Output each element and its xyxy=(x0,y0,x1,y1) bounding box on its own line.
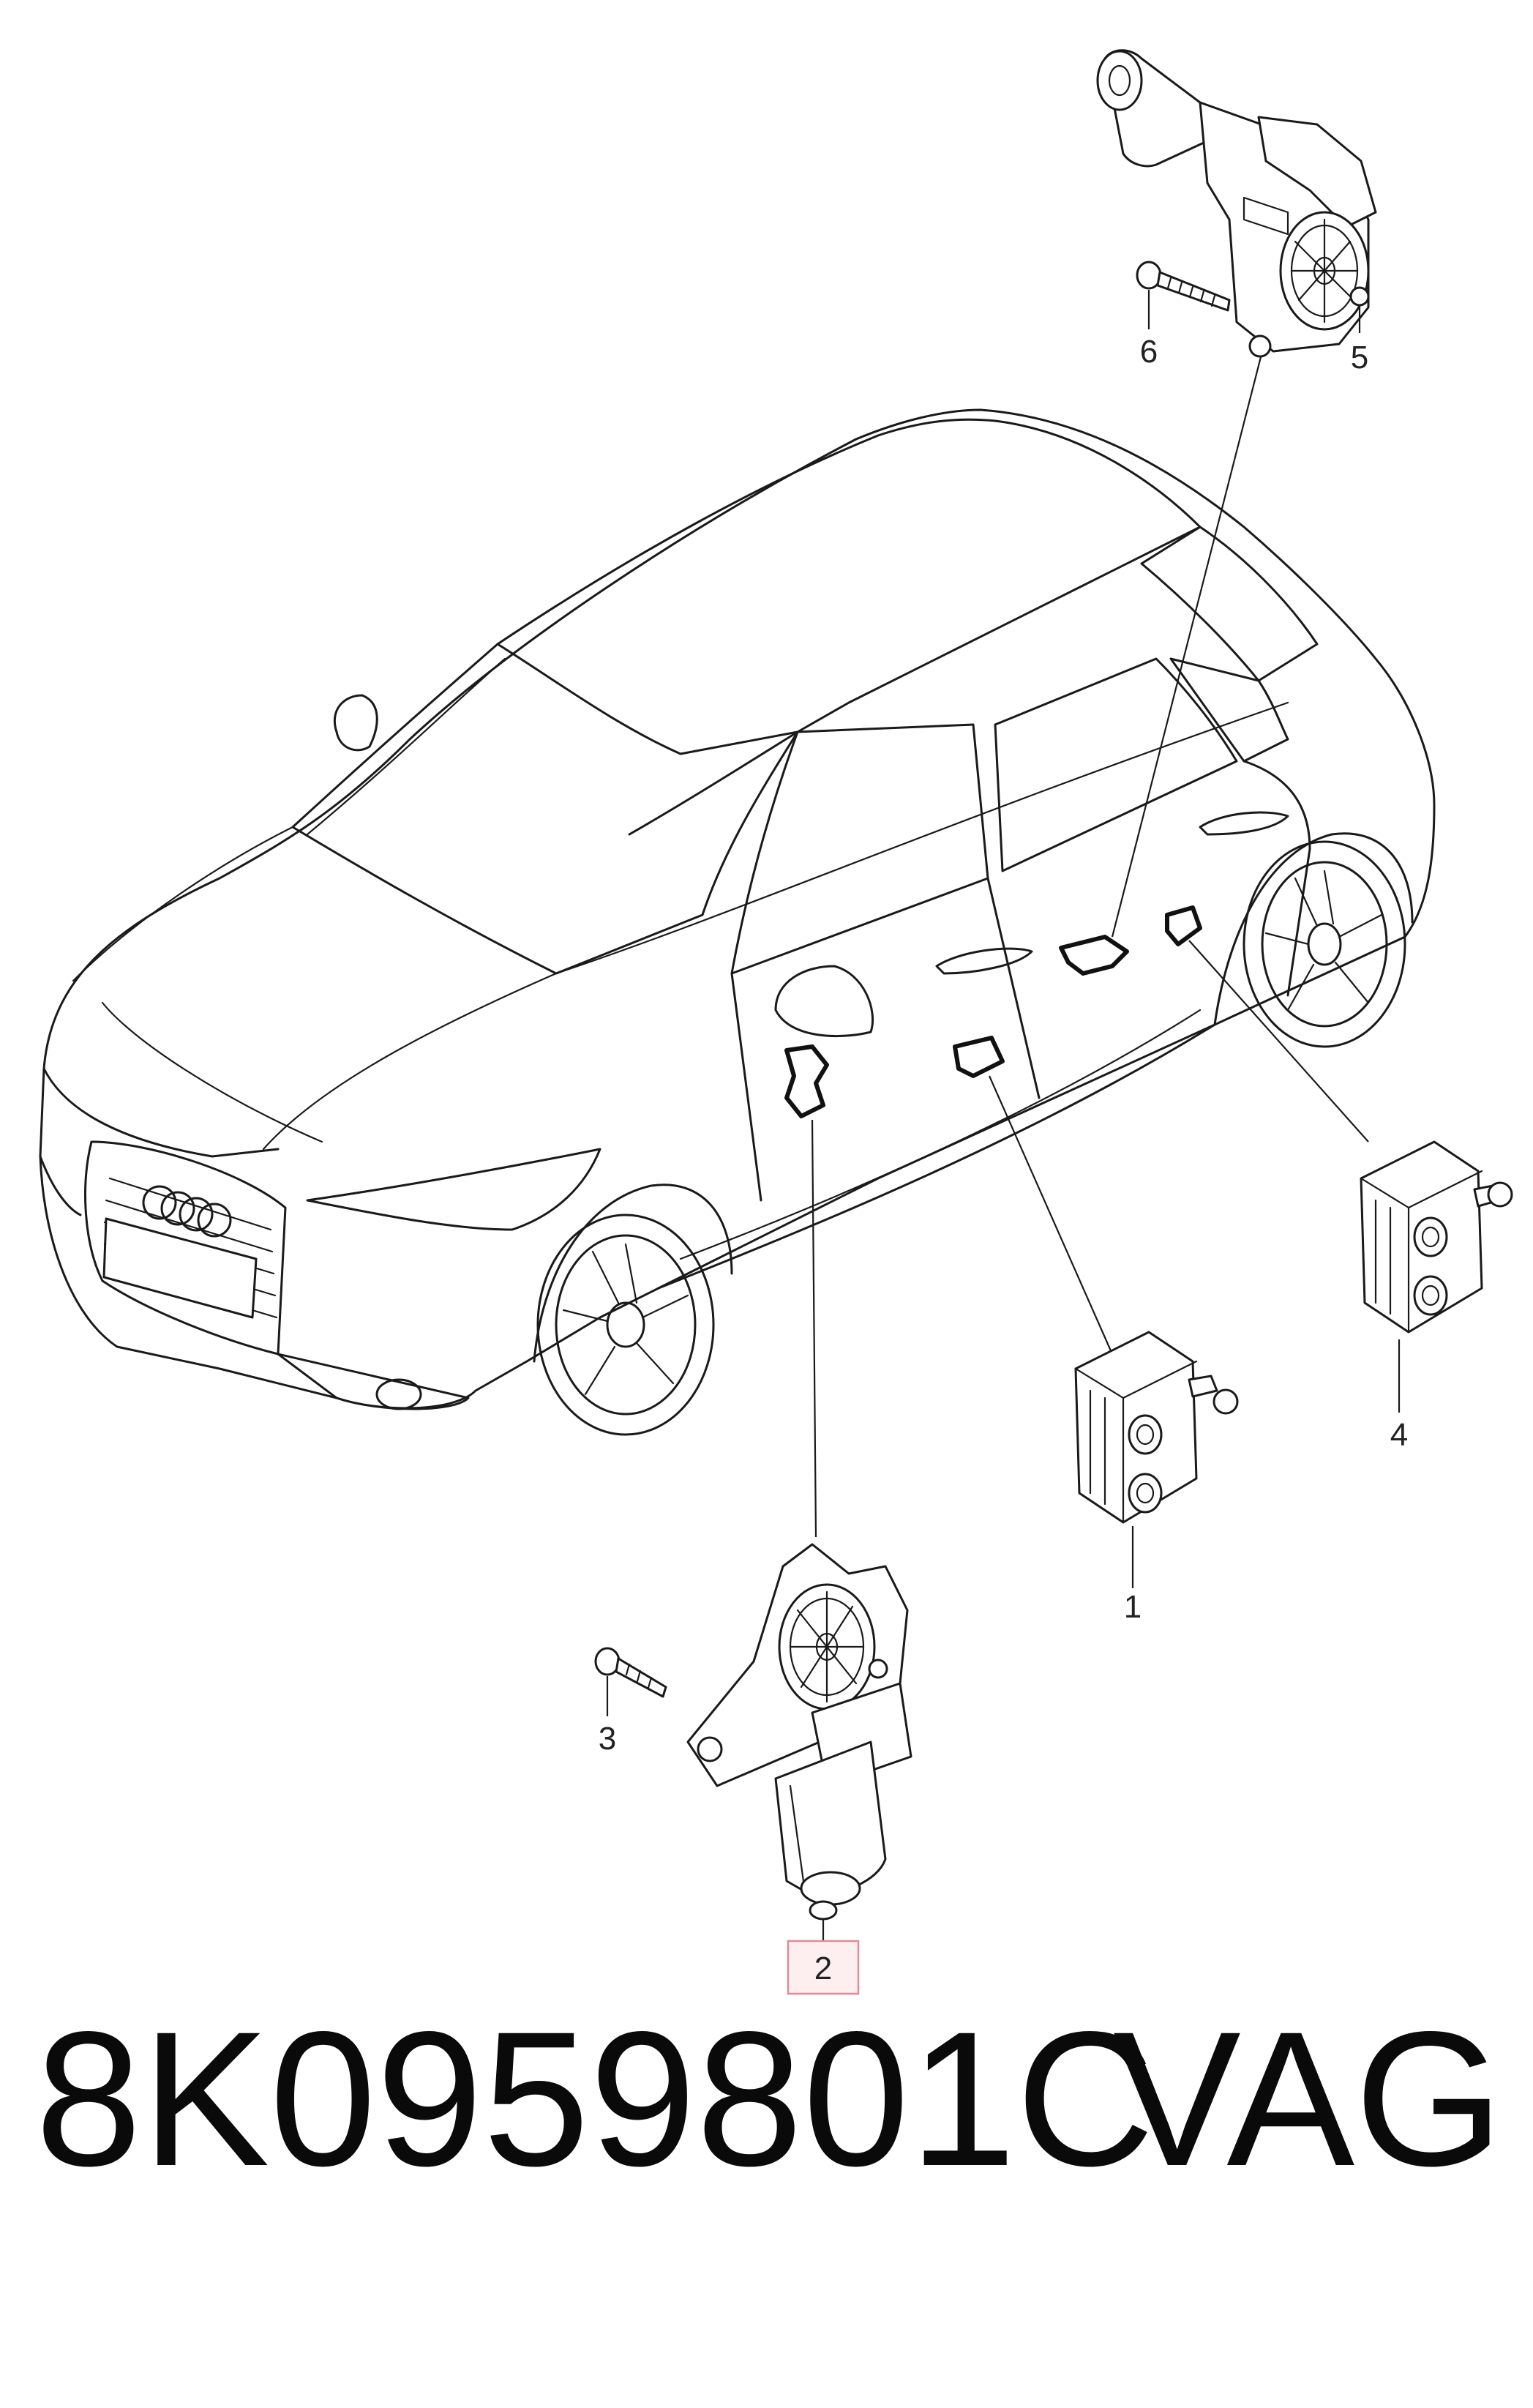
callout-2-highlight xyxy=(787,1940,860,1995)
car-illustration xyxy=(39,408,1436,1436)
part-number: 8K0959801C xyxy=(35,1992,1155,2206)
part-3-screw xyxy=(594,1647,667,1698)
part-1-control-unit xyxy=(1074,1331,1239,1524)
part-5-window-motor xyxy=(1096,49,1377,358)
rear-wheel xyxy=(1213,832,1414,1048)
part-2-window-motor xyxy=(686,1543,912,1921)
callout-5: 5 xyxy=(1351,340,1368,375)
brand-rings-logo xyxy=(142,1185,232,1238)
part-4-control-unit xyxy=(1360,1140,1513,1334)
callout-6: 6 xyxy=(1140,334,1158,370)
callout-2: 2 xyxy=(814,1951,832,1986)
callout-1: 1 xyxy=(1124,1589,1142,1625)
front-wheel xyxy=(533,1184,733,1436)
brand-label: VAG xyxy=(1113,1992,1504,2206)
callout-4: 4 xyxy=(1390,1417,1408,1453)
callout-3: 3 xyxy=(599,1721,616,1757)
callout-labels: 1 2 3 4 5 6 xyxy=(599,334,1408,1995)
leader-lines xyxy=(811,351,1369,1538)
part-6-screw xyxy=(1136,261,1231,312)
